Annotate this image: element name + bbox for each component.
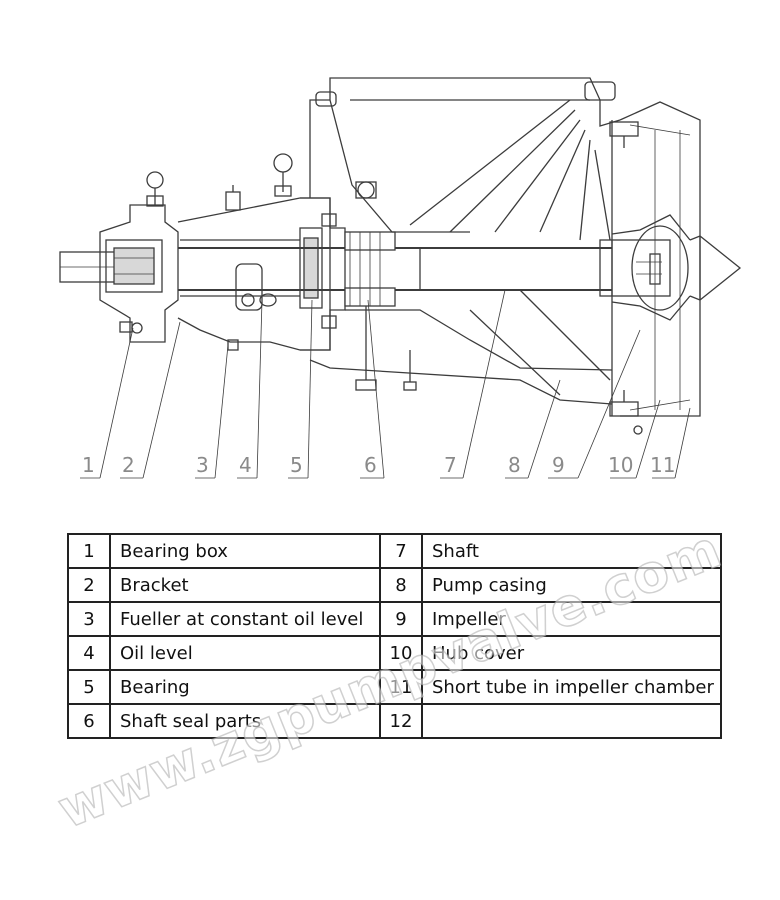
callout-10: 10 [608, 453, 633, 477]
hub-cover [689, 235, 742, 301]
lifting-eye [273, 153, 293, 197]
table-row: 5 Bearing 11 Short tube in impeller cham… [67, 669, 722, 705]
part-name: Bearing box [109, 533, 381, 569]
part-name: Short tube in impeller chamber [421, 669, 722, 705]
part-name: Oil level [109, 635, 381, 671]
part-number: 11 [379, 669, 423, 705]
part-number: 6 [67, 703, 111, 739]
callout-6: 6 [364, 453, 377, 477]
shaft-seal [344, 181, 396, 391]
table-row: 3 Fueller at constant oil level 9 Impell… [67, 601, 722, 637]
callout-1: 1 [82, 453, 95, 477]
table-row: 4 Oil level 10 Hub cover [67, 635, 722, 671]
part-name: Bracket [109, 567, 381, 603]
callout-7: 7 [444, 453, 457, 477]
part-name: Fueller at constant oil level [109, 601, 381, 637]
part-number: 7 [379, 533, 423, 569]
part-number: 1 [67, 533, 111, 569]
impeller-hub [611, 214, 691, 321]
part-name: Impeller [421, 601, 722, 637]
shaft-stub [59, 251, 119, 283]
part-number: 2 [67, 567, 111, 603]
callout-4: 4 [239, 453, 252, 477]
callout-5: 5 [290, 453, 303, 477]
bearing-box [99, 171, 179, 343]
bearing-housing [299, 197, 346, 351]
callout-3: 3 [196, 453, 209, 477]
parts-table: 1 Bearing box 7 Shaft 2 Bracket 8 Pump c… [67, 533, 722, 739]
table-row: 1 Bearing box 7 Shaft [67, 533, 722, 569]
part-number: 5 [67, 669, 111, 705]
callout-11: 11 [650, 453, 675, 477]
part-number: 8 [379, 567, 423, 603]
part-name: Hub cover [421, 635, 722, 671]
callout-8: 8 [508, 453, 521, 477]
part-number: 3 [67, 601, 111, 637]
callout-labels: 1 2 3 4 5 6 7 8 9 10 11 [82, 453, 675, 477]
part-name: Pump casing [421, 567, 722, 603]
impeller-chamber [609, 101, 701, 435]
table-row: 2 Bracket 8 Pump casing [67, 567, 722, 603]
table-row: 6 Shaft seal parts 12 [67, 703, 722, 739]
part-name: Bearing [109, 669, 381, 705]
part-number: 4 [67, 635, 111, 671]
pump-casing [309, 77, 621, 405]
part-number: 12 [379, 703, 423, 739]
part-name: Shaft [421, 533, 722, 569]
part-number: 9 [379, 601, 423, 637]
leader-lines [80, 289, 691, 479]
callout-9: 9 [552, 453, 565, 477]
main-shaft [178, 239, 671, 297]
part-name: Shaft seal parts [109, 703, 381, 739]
part-number: 10 [379, 635, 423, 671]
pump-cross-section-drawing: 1 2 3 4 5 6 7 8 9 10 11 [59, 77, 742, 479]
part-name [421, 703, 722, 739]
callout-2: 2 [122, 453, 135, 477]
